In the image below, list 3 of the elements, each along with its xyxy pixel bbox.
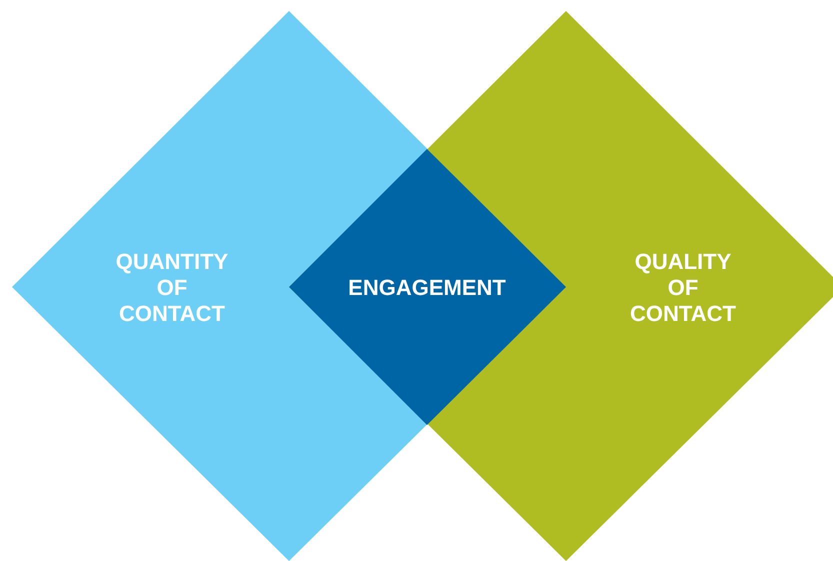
diamond-label: QUALITY OF CONTACT bbox=[629, 249, 737, 327]
diamond-label: ENGAGEMENT bbox=[347, 275, 507, 301]
diamond-label: QUANTITY OF CONTACT bbox=[114, 249, 230, 327]
